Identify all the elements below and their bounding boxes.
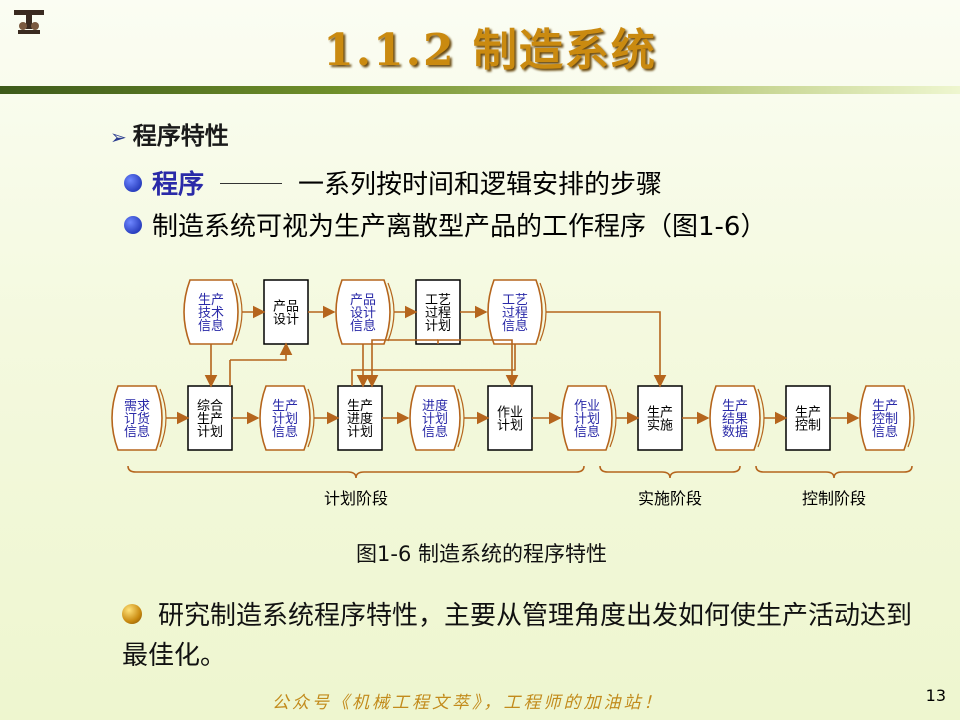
- bottom-box-schedule-plan-line-0: 生产: [347, 399, 373, 414]
- bottom-doc-job-plan-info-line-2: 信息: [574, 424, 600, 440]
- arrow-bullet-icon: ➢: [110, 125, 127, 149]
- bottom-doc-job-plan-info-line-0: 作业: [574, 399, 600, 414]
- bottom-doc-schedule-info-line-2: 信息: [422, 424, 448, 440]
- top-box-process-plan-line-0: 工艺: [425, 293, 451, 308]
- bottom-doc-result-data: [709, 385, 761, 451]
- bottom-doc-control-info: [859, 385, 911, 451]
- process-diagram: 生产技术信息产品设计产品设计信息工艺过程计划工艺过程信息需求订货信息综合生产计划…: [111, 279, 915, 508]
- bullet-2: 制造系统可视为生产离散型产品的工作程序（图1-6）: [124, 206, 766, 243]
- top-doc-process-info: [487, 279, 543, 345]
- bottom-box-job-plan-line-1: 计划: [497, 419, 523, 434]
- orb-bullet-icon: [122, 603, 142, 624]
- arrow-process-to-schedule: [365, 339, 438, 388]
- bottom-doc-production-plan-info-line-0: 生产: [272, 399, 298, 414]
- em-dash-line: [220, 183, 283, 184]
- bottom-doc-result-data-line-1: 结果: [722, 412, 748, 427]
- page-title: 1.1.2 制造系统: [323, 25, 657, 76]
- bottom-doc-schedule-info-line-1: 计划: [422, 412, 448, 427]
- bullet-2-text: 制造系统可视为生产离散型产品的工作程序（图1-6）: [152, 212, 767, 242]
- bottom-doc-control-info-line-2: 信息: [872, 424, 898, 440]
- figure-caption: 图1-6 制造系统的程序特性: [356, 542, 607, 566]
- top-doc-production-tech-info-line-0: 生产: [198, 293, 224, 308]
- bottom-doc-control-info-line-1: 控制: [872, 412, 898, 427]
- logo-icon: [14, 10, 44, 34]
- bottom-doc-production-plan-info: [259, 385, 311, 451]
- title-divider: [0, 86, 960, 94]
- brace-exec-stage: [599, 465, 741, 479]
- top-box-process-plan-line-2: 计划: [425, 319, 451, 334]
- bottom-doc-demand-order-info: [111, 385, 163, 451]
- top-doc-product-design-info-line-0: 产品: [350, 293, 376, 308]
- arrow-process-to-job: [437, 339, 519, 388]
- bottom-box-master-plan-line-1: 生产: [197, 412, 223, 427]
- top-box-process-plan-line-1: 过程: [425, 306, 451, 321]
- bottom-doc-demand-order-info-line-0: 需求: [124, 399, 150, 414]
- bullet-1: 程序 一系列按时间和逻辑安排的步骤: [124, 164, 662, 201]
- top-doc-production-tech-info-line-2: 信息: [198, 318, 224, 334]
- link-process-info: [351, 344, 516, 386]
- stage-label-exec: 实施阶段: [638, 489, 702, 508]
- page-number: 13: [925, 686, 946, 705]
- bottom-box-production-exec-line-0: 生产: [647, 406, 673, 421]
- bottom-box-production-control-line-0: 生产: [795, 406, 821, 421]
- bottom-box-schedule-plan-line-1: 进度: [347, 411, 373, 427]
- top-doc-production-tech-info: [183, 279, 239, 345]
- brace-control-stage: [755, 465, 913, 479]
- bottom-box-schedule-plan-line-2: 计划: [347, 425, 373, 440]
- bottom-doc-result-data-line-2: 数据: [722, 425, 748, 440]
- arrow-process-to-exec: [546, 311, 667, 388]
- section-heading: ➢程序特性: [110, 116, 229, 151]
- top-doc-process-info-line-0: 工艺: [502, 293, 528, 308]
- bottom-doc-production-plan-info-line-1: 计划: [272, 412, 298, 427]
- bottom-doc-demand-order-info-line-2: 信息: [124, 424, 150, 440]
- bullet-dot-icon: [124, 173, 142, 192]
- bullet-dot-icon: [124, 215, 142, 234]
- arrow-master-to-design: [230, 342, 293, 361]
- bottom-doc-schedule-info: [409, 385, 461, 451]
- bottom-box-production-exec-line-1: 实施: [647, 419, 673, 434]
- top-box-product-design-line-0: 产品: [273, 300, 299, 315]
- bullet-1-definition: 一系列按时间和逻辑安排的步骤: [298, 170, 663, 200]
- bottom-box-master-plan-line-2: 计划: [197, 425, 223, 440]
- top-doc-product-design-info-line-2: 信息: [350, 318, 376, 334]
- top-box-process-plan: [415, 279, 461, 345]
- bottom-doc-job-plan-info-line-1: 计划: [574, 412, 600, 427]
- bottom-doc-schedule-info-line-0: 进度: [422, 398, 448, 414]
- bottom-doc-job-plan-info: [561, 385, 613, 451]
- bottom-doc-production-plan-info-line-2: 信息: [272, 424, 298, 440]
- top-doc-production-tech-info-line-1: 技术: [198, 306, 224, 321]
- top-box-product-design: [263, 279, 309, 345]
- stage-label-plan: 计划阶段: [324, 489, 388, 508]
- bottom-box-master-plan-line-0: 综合: [197, 399, 223, 414]
- brace-plan-stage: [127, 465, 585, 479]
- top-doc-product-design-info: [335, 279, 391, 345]
- bottom-doc-demand-order-info-line-1: 订货: [124, 411, 150, 427]
- summary-text: 研究制造系统程序特性，主要从管理角度出发如何使生产活动达到最佳化。: [122, 601, 913, 671]
- section-heading-text: 程序特性: [132, 122, 229, 150]
- bottom-doc-control-info-line-0: 生产: [872, 399, 898, 414]
- footer-text: 公众号《机械工程文萃》，工程师的加油站！: [272, 693, 664, 713]
- stage-label-control: 控制阶段: [802, 489, 866, 508]
- summary-paragraph: 研究制造系统程序特性，主要从管理角度出发如何使生产活动达到最佳化。: [122, 596, 922, 676]
- top-doc-process-info-line-2: 信息: [502, 318, 528, 334]
- bottom-doc-control-info-fold: [907, 388, 915, 448]
- bottom-box-job-plan-line-0: 作业: [497, 406, 523, 421]
- bullet-1-term: 程序: [152, 170, 205, 200]
- bottom-doc-result-data-line-0: 生产: [722, 399, 748, 414]
- top-doc-process-info-line-1: 过程: [502, 306, 528, 321]
- top-box-product-design-line-1: 设计: [273, 313, 299, 328]
- top-doc-product-design-info-line-1: 设计: [350, 306, 376, 321]
- bottom-box-production-control-line-1: 控制: [795, 419, 821, 434]
